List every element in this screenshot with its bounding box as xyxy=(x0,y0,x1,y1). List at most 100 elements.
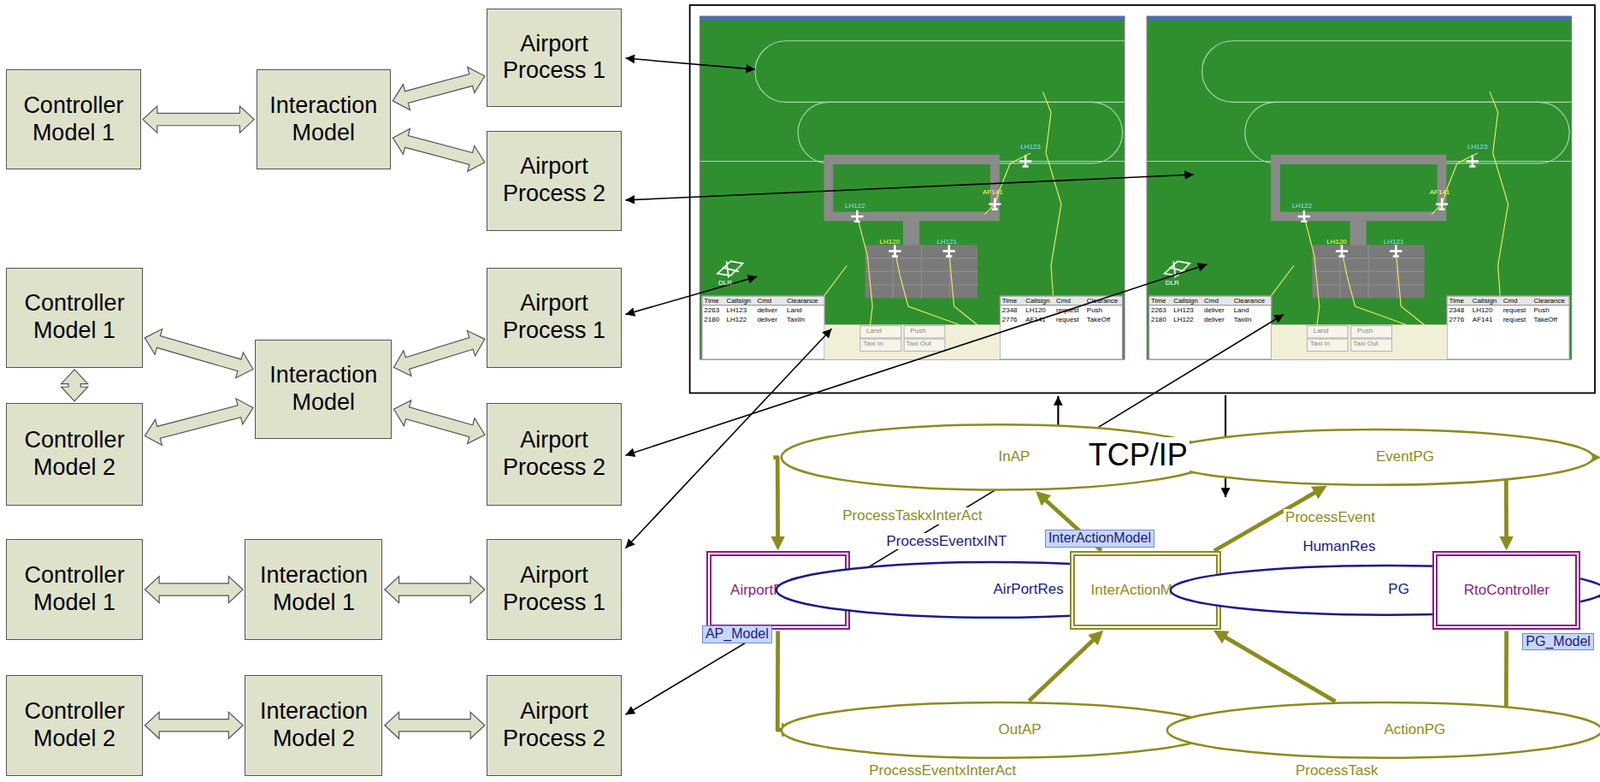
place-ellipse: PG xyxy=(1163,564,1600,616)
block-arrow xyxy=(142,106,254,133)
process-box: Airport Process 1 xyxy=(486,267,622,368)
page-tag: PG_Model xyxy=(1522,632,1595,650)
table-cell: request xyxy=(1056,315,1080,324)
callsign: AF141 xyxy=(1429,188,1451,196)
table-cell: request xyxy=(1503,306,1527,314)
table-cell: Push xyxy=(1086,306,1103,314)
node-text: Controller Model 1 xyxy=(11,92,136,148)
table-cell: Callsign xyxy=(1173,296,1198,305)
node-text: Controller Model 2 xyxy=(11,697,137,753)
table-cell: Cmd xyxy=(1503,296,1518,305)
table-cell: TaxiIn xyxy=(786,315,805,324)
table-cell: Time xyxy=(1448,296,1464,305)
type-label: ProcessTaskxInterAct xyxy=(840,507,984,525)
block-arrow xyxy=(144,329,254,378)
table-cell: 2180 xyxy=(703,315,720,324)
arc-arrow xyxy=(1442,588,1600,592)
callsign: LH122 xyxy=(1292,201,1313,210)
arc-arrow xyxy=(1505,630,1598,730)
node-text: Interaction Model xyxy=(262,92,386,148)
table-cell: 2263 xyxy=(1151,306,1167,314)
process-box: Interaction Model 2 xyxy=(244,674,383,776)
table-cell: Cmd xyxy=(1204,296,1219,305)
table-cell: Cmd xyxy=(1056,296,1071,305)
process-box: Controller Model 1 xyxy=(5,538,143,640)
ellipse-outline xyxy=(1160,701,1600,759)
arc-arrow xyxy=(773,457,778,539)
block-arrow xyxy=(393,400,485,444)
arc-arrow xyxy=(1044,498,1102,551)
block-arrow xyxy=(392,66,485,110)
arc-arrow xyxy=(1505,457,1590,539)
type-label: ProcessEventxInterAct xyxy=(867,761,1018,780)
node-text: Airport Process 1 xyxy=(492,561,616,617)
callsign: LH121 xyxy=(936,237,957,246)
table-cell: LH122 xyxy=(1173,315,1194,324)
block-arrow xyxy=(384,576,485,603)
button-label: Taxi Out xyxy=(906,339,932,348)
table-cell: LH120 xyxy=(1472,306,1494,314)
table-cell: Push xyxy=(1533,306,1549,314)
process-box: Airport Process 2 xyxy=(486,402,622,505)
node-text: Airport Process 2 xyxy=(492,153,616,208)
block-arrow xyxy=(144,576,243,603)
table-cell: LH123 xyxy=(1173,306,1194,314)
table-cell: Clearance xyxy=(1233,296,1265,305)
process-box: Controller Model 1 xyxy=(5,69,142,170)
table-cell: deliver xyxy=(756,315,778,324)
table-cell: 2348 xyxy=(1448,306,1465,314)
callsign: LH122 xyxy=(844,201,866,210)
process-box: Interaction Model xyxy=(254,339,392,439)
table-cell: deliver xyxy=(1204,315,1225,324)
type-label: HumanRes xyxy=(1300,537,1377,555)
button-label: Push xyxy=(909,326,926,335)
process-box: Airport Process 2 xyxy=(486,130,622,231)
process-box: Airport Process 1 xyxy=(486,538,622,640)
callsign: LH123 xyxy=(1020,142,1041,151)
node-text: InterActionModel xyxy=(1081,581,1211,599)
table-cell: Land xyxy=(786,306,803,314)
process-box: Airport Process 2 xyxy=(486,674,622,776)
table-cell: request xyxy=(1503,315,1527,324)
page-tag: AP_Model xyxy=(702,625,773,643)
node-text: Airport Process 1 xyxy=(492,30,616,86)
callsign: DLR xyxy=(718,278,733,287)
table-cell: Callsign xyxy=(1472,296,1497,305)
button-label: Taxi In xyxy=(1310,339,1330,348)
button-label: Land xyxy=(1313,326,1329,335)
table-cell: deliver xyxy=(756,306,778,314)
table-cell: TakeOff xyxy=(1533,315,1557,324)
button-label: Push xyxy=(1357,326,1373,335)
table-cell: LH120 xyxy=(1025,306,1046,314)
table-cell: deliver xyxy=(1204,306,1225,314)
node-text: Controller Model 2 xyxy=(11,426,137,482)
table-cell: 2776 xyxy=(1002,315,1018,324)
table-cell: Time xyxy=(1002,296,1017,305)
ellipse-outline xyxy=(1151,428,1600,486)
ellipse-outline xyxy=(774,423,1223,491)
type-label: ProcessEvent xyxy=(1283,508,1377,526)
node-text: Airport Process 1 xyxy=(492,289,616,345)
button-label: Land xyxy=(866,326,882,335)
table-cell: Callsign xyxy=(1025,296,1050,305)
button-label: Taxi Out xyxy=(1352,339,1378,348)
type-label: ProcessEventxINT xyxy=(885,532,1010,550)
node-text: AirportProcess xyxy=(718,581,839,599)
process-box: Controller Model 1 xyxy=(5,267,143,368)
table-cell: 2180 xyxy=(1151,315,1167,324)
node-text: Interaction Model xyxy=(260,361,386,417)
arc-arrow xyxy=(779,589,840,592)
transition-box: RtoController xyxy=(1432,550,1581,630)
block-arrow xyxy=(144,711,243,739)
ellipse-outline xyxy=(774,701,1223,759)
arc-arrow xyxy=(777,630,785,730)
table-cell: Land xyxy=(1233,306,1250,314)
table-cell: request xyxy=(1056,306,1080,314)
arc-arrow xyxy=(1174,589,1211,592)
place-ellipse: InAP xyxy=(774,423,1223,491)
page-tag: InterActionModel xyxy=(1045,529,1155,547)
table-cell: Time xyxy=(1151,296,1166,305)
